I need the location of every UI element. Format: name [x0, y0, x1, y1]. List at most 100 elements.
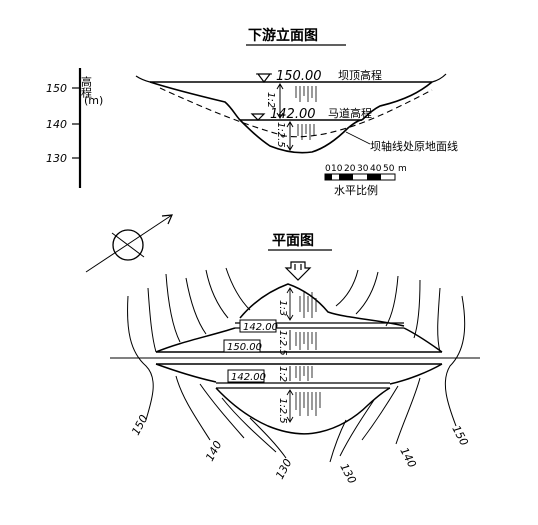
crest-triangle-icon	[256, 73, 272, 83]
plan-slope-up: 1:2.5	[277, 330, 291, 356]
contour-left-6	[225, 267, 251, 311]
svg-text:142.00: 142.00	[243, 322, 278, 333]
contour-label-right-140: 140	[397, 445, 418, 470]
contour-right-6	[335, 269, 359, 307]
svg-text:50: 50	[383, 164, 395, 174]
berm-elevation-text: 142.00	[270, 107, 316, 122]
crest-elevation-text: 150.00	[276, 69, 322, 84]
contour-right-5	[355, 271, 379, 315]
plan-slope-bottom: 1:2.5	[277, 389, 294, 424]
arrow-down-icon	[276, 112, 284, 119]
elevation-title: 下游立面图	[248, 27, 318, 44]
flow-direction-icon	[284, 261, 312, 281]
contour-left-2	[147, 287, 157, 353]
contour-label-left-140: 140	[203, 439, 224, 464]
arrow-down-icon	[286, 314, 294, 321]
contour-left-3	[165, 273, 181, 343]
elevation-view: 下游立面图 高程 (m) 150 140 130	[46, 27, 458, 197]
contour-right-1	[444, 295, 466, 427]
crest-label: 坝顶高程	[338, 68, 382, 82]
contour-left-4	[185, 277, 207, 335]
contour-lines	[127, 267, 466, 463]
dam-body	[155, 283, 443, 435]
contour-left-1	[127, 295, 154, 421]
arrow-up-icon	[286, 287, 294, 294]
plan-slope-down-ratio: 1:2	[277, 366, 288, 382]
scale-label: 水平比例	[334, 183, 378, 197]
axis-label: 高程	[80, 75, 93, 99]
svg-text:30: 30	[357, 164, 369, 174]
crest-marker: 150.00 坝顶高程	[256, 68, 382, 84]
arrow-down-icon	[286, 144, 294, 151]
downstream-right-edge	[389, 363, 443, 385]
right-bank-top	[431, 73, 447, 83]
svg-text:40: 40	[370, 164, 382, 174]
upstream-left-edge	[155, 327, 236, 353]
plan-slope-up-ratio: 1:2.5	[277, 330, 288, 356]
svg-text:150.00: 150.00	[227, 342, 262, 353]
berm-label: 马道高程	[328, 106, 372, 120]
arrow-up-icon	[286, 389, 294, 396]
ground-line-label: 坝轴线处原地面线	[370, 139, 458, 153]
arrow-up-icon	[276, 83, 284, 90]
plan-view: 平面图	[85, 214, 480, 486]
lower-slope-dimension: 1:2.5	[275, 121, 294, 151]
scale-unit: m	[398, 164, 407, 174]
arrow-up-icon	[286, 121, 294, 128]
valley-bottom	[239, 119, 363, 154]
lower-slope-ratio: 1:2.5	[275, 122, 286, 148]
contour-labels: 150 140 130 130 140 150	[129, 413, 471, 486]
tick-label-130: 130	[46, 152, 67, 165]
contour-left-7	[175, 375, 211, 441]
svg-text:142.00: 142.00	[231, 372, 266, 383]
plan-slope-down: 1:2	[277, 366, 291, 382]
plan-slope-hatch	[295, 292, 321, 416]
left-slope	[149, 81, 241, 121]
box-berm-upstream: 142.00	[239, 319, 278, 333]
north-arrow-icon	[85, 214, 173, 273]
contour-left-10	[249, 417, 287, 459]
berm-triangle-icon	[250, 113, 266, 121]
plan-slope-top: 1:3	[277, 287, 294, 321]
elevation-axis: 高程 (m) 150 140 130	[46, 68, 103, 188]
contour-label-left-130: 130	[273, 457, 294, 482]
contour-right-10	[329, 419, 347, 463]
dam-elevation-profile	[135, 73, 447, 154]
svg-text:20: 20	[344, 164, 356, 174]
contour-right-7	[395, 377, 421, 445]
upstream-toe	[239, 283, 405, 327]
box-berm-downstream: 142.00	[227, 369, 266, 383]
contour-left-8	[199, 383, 245, 439]
box-crest: 150.00	[223, 339, 262, 353]
original-ground-line	[159, 87, 433, 138]
contour-left-9	[221, 397, 277, 453]
left-bank-top	[135, 75, 151, 83]
ground-leader	[345, 131, 371, 145]
contour-right-3	[413, 279, 421, 339]
tick-label-140: 140	[46, 118, 67, 131]
downstream-left-edge	[155, 363, 217, 383]
contour-right-8	[361, 385, 399, 441]
arrow-down-icon	[286, 416, 294, 423]
upstream-right-edge	[403, 327, 443, 353]
contour-label-right-150: 150	[449, 423, 470, 448]
scale-bar: 0 10 20 30 40 50 m 水平比例	[324, 164, 407, 197]
plan-slope-bottom-ratio: 1:2.5	[277, 398, 288, 424]
plan-slope-top-ratio: 1:3	[277, 300, 288, 316]
berm-marker: 142.00 马道高程	[250, 106, 372, 122]
right-slope	[361, 81, 433, 121]
scale-tick-labels: 0 10 20 30 40 50 m	[325, 164, 407, 174]
svg-text:0: 0	[325, 164, 331, 174]
contour-right-9	[339, 399, 375, 457]
contour-left-5	[205, 269, 229, 319]
contour-right-2	[437, 287, 441, 353]
contour-right-4	[385, 275, 399, 327]
downstream-toe	[215, 387, 391, 435]
contour-label-right-130: 130	[337, 461, 358, 486]
plan-title: 平面图	[272, 233, 314, 249]
axis-unit: (m)	[84, 94, 103, 107]
svg-text:10: 10	[331, 164, 343, 174]
upper-slope-dimension: 1:2	[265, 83, 284, 119]
